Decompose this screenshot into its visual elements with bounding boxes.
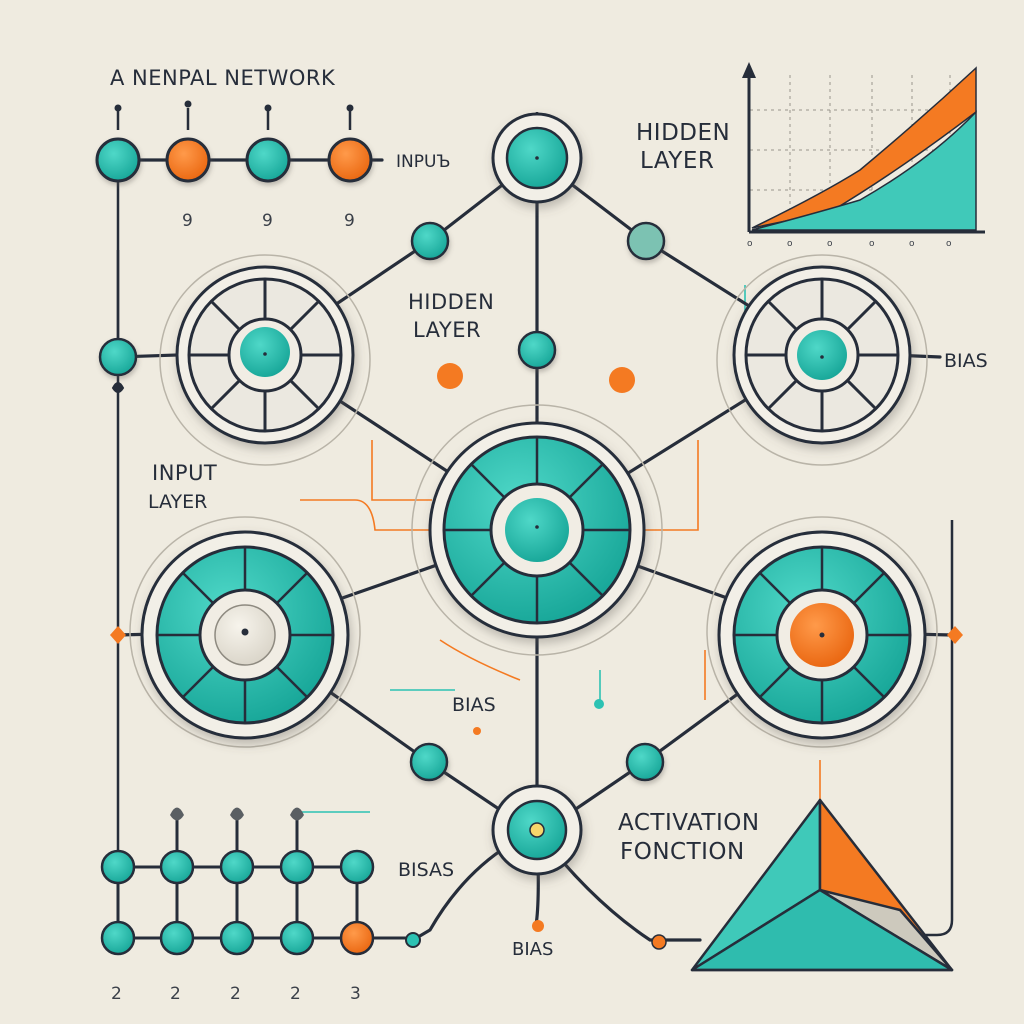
orange-dot-1 bbox=[437, 363, 463, 389]
outer-rings bbox=[129, 254, 938, 748]
bottom-row-digit-1: 2 bbox=[111, 984, 122, 1004]
bottom-row-digit-4: 2 bbox=[290, 984, 301, 1004]
chart-tick-5: o bbox=[909, 239, 915, 249]
connector-nodes bbox=[98, 221, 666, 782]
node-small-5 bbox=[409, 742, 449, 782]
bias-center-label: BIAS bbox=[452, 694, 496, 716]
activation-function-shape bbox=[690, 798, 954, 972]
bias-left-label: BISAS bbox=[398, 859, 454, 881]
chart-tick-4: o bbox=[869, 239, 875, 249]
activation-label-line2: FONCTION bbox=[620, 839, 745, 865]
orange-dot-5 bbox=[651, 934, 667, 950]
orange-guide-lines bbox=[300, 440, 821, 800]
activation-label-line1: ACTIVATION bbox=[618, 810, 760, 836]
bottom-row-digit-3: 2 bbox=[230, 984, 241, 1004]
pin-left bbox=[111, 382, 125, 405]
chart-tick-3: o bbox=[827, 239, 833, 249]
orange-diamond-right bbox=[947, 626, 963, 644]
top-row-digit-3: 9 bbox=[344, 211, 355, 231]
chart-tick-6: o bbox=[946, 239, 952, 249]
hidden-layer-top-label-line1: HIDDEN bbox=[636, 120, 730, 146]
bottom-row-digit-2: 2 bbox=[170, 984, 181, 1004]
hidden-wheel-left-top bbox=[175, 265, 355, 445]
node-small-3 bbox=[517, 330, 557, 370]
orange-dot-2 bbox=[609, 367, 635, 393]
chart-area-orange bbox=[751, 66, 977, 229]
input-node-3 bbox=[245, 137, 291, 183]
node-small-1 bbox=[410, 221, 450, 261]
node-small-4 bbox=[98, 337, 138, 377]
hidden-wheel-right-bottom bbox=[717, 530, 927, 740]
bottom-row-digit-5: 3 bbox=[350, 984, 361, 1004]
hidden-layer-top-label-line2: LAYER bbox=[640, 148, 714, 174]
top-input-row: 9 9 9 bbox=[95, 100, 373, 231]
top-row-digit-1: 9 bbox=[182, 211, 193, 231]
chart-tick-1: o bbox=[747, 239, 753, 249]
bias-bottom-label: BIAS bbox=[512, 939, 553, 960]
hidden-layer-mid-label-line1: HIDDEN bbox=[408, 290, 494, 314]
hidden-wheel-right-top bbox=[732, 265, 912, 445]
node-small-2 bbox=[626, 221, 666, 261]
orange-dot-4 bbox=[532, 920, 544, 932]
hidden-wheel-center bbox=[428, 421, 646, 639]
input-node-1 bbox=[95, 137, 141, 183]
orange-diamond-left bbox=[110, 626, 126, 644]
orange-dot-3 bbox=[473, 727, 481, 735]
node-small-6 bbox=[625, 742, 665, 782]
teal-dot-1 bbox=[594, 699, 604, 709]
bottom-input-grid: 2 2 2 2 3 bbox=[100, 807, 421, 1004]
title-label: A NENPAL NETWORK bbox=[110, 66, 336, 90]
hidden-layer-mid-label-line2: LAYER bbox=[413, 318, 481, 342]
bias-right-label: BIAS bbox=[944, 350, 988, 372]
top-row-digit-2: 9 bbox=[262, 211, 273, 231]
input-node-4 bbox=[327, 137, 373, 183]
orange-markers bbox=[110, 363, 963, 950]
labels: A NENPAL NETWORK INPUЪ HIDDEN LAYER HIDD… bbox=[110, 66, 988, 960]
input-layer-label-line1: INPUT bbox=[152, 461, 217, 485]
input-layer-label-line2: LAYER bbox=[148, 491, 207, 513]
input-top-label: INPUЪ bbox=[396, 152, 451, 172]
chart-area-teal bbox=[751, 110, 977, 231]
chart-tick-2: o bbox=[787, 239, 793, 249]
top-center-node bbox=[491, 112, 583, 204]
input-node-2 bbox=[165, 137, 211, 183]
bottom-center-node bbox=[491, 784, 583, 876]
hidden-wheel-left-bottom bbox=[140, 530, 350, 740]
top-right-chart: o o o o o o bbox=[742, 62, 985, 249]
